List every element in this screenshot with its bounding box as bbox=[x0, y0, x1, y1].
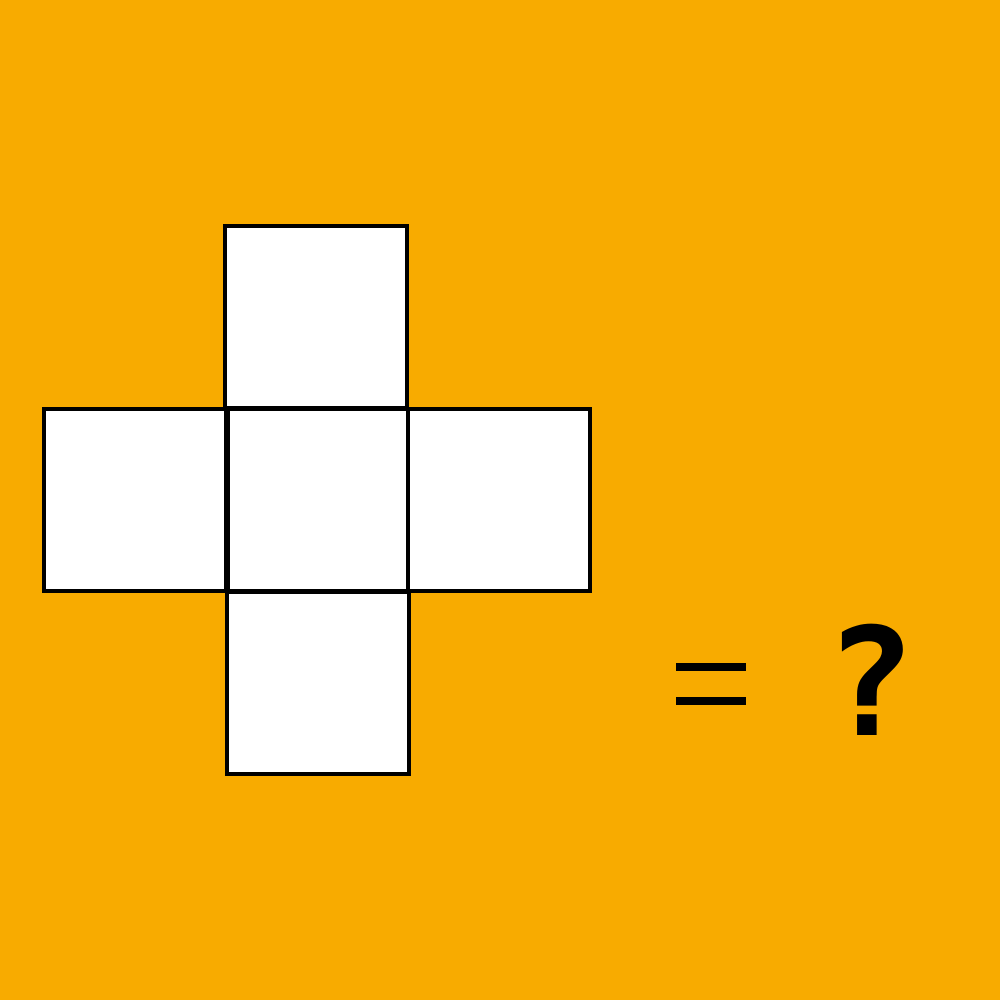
net-square-left bbox=[42, 407, 228, 593]
net-square-bottom bbox=[225, 590, 411, 776]
net-square-top bbox=[223, 224, 409, 410]
question-mark: ? bbox=[824, 597, 916, 771]
net-square-center bbox=[226, 407, 412, 593]
equals-bar-top bbox=[676, 663, 746, 671]
net-square-right bbox=[406, 407, 592, 593]
equals-bar-bottom bbox=[676, 697, 746, 705]
